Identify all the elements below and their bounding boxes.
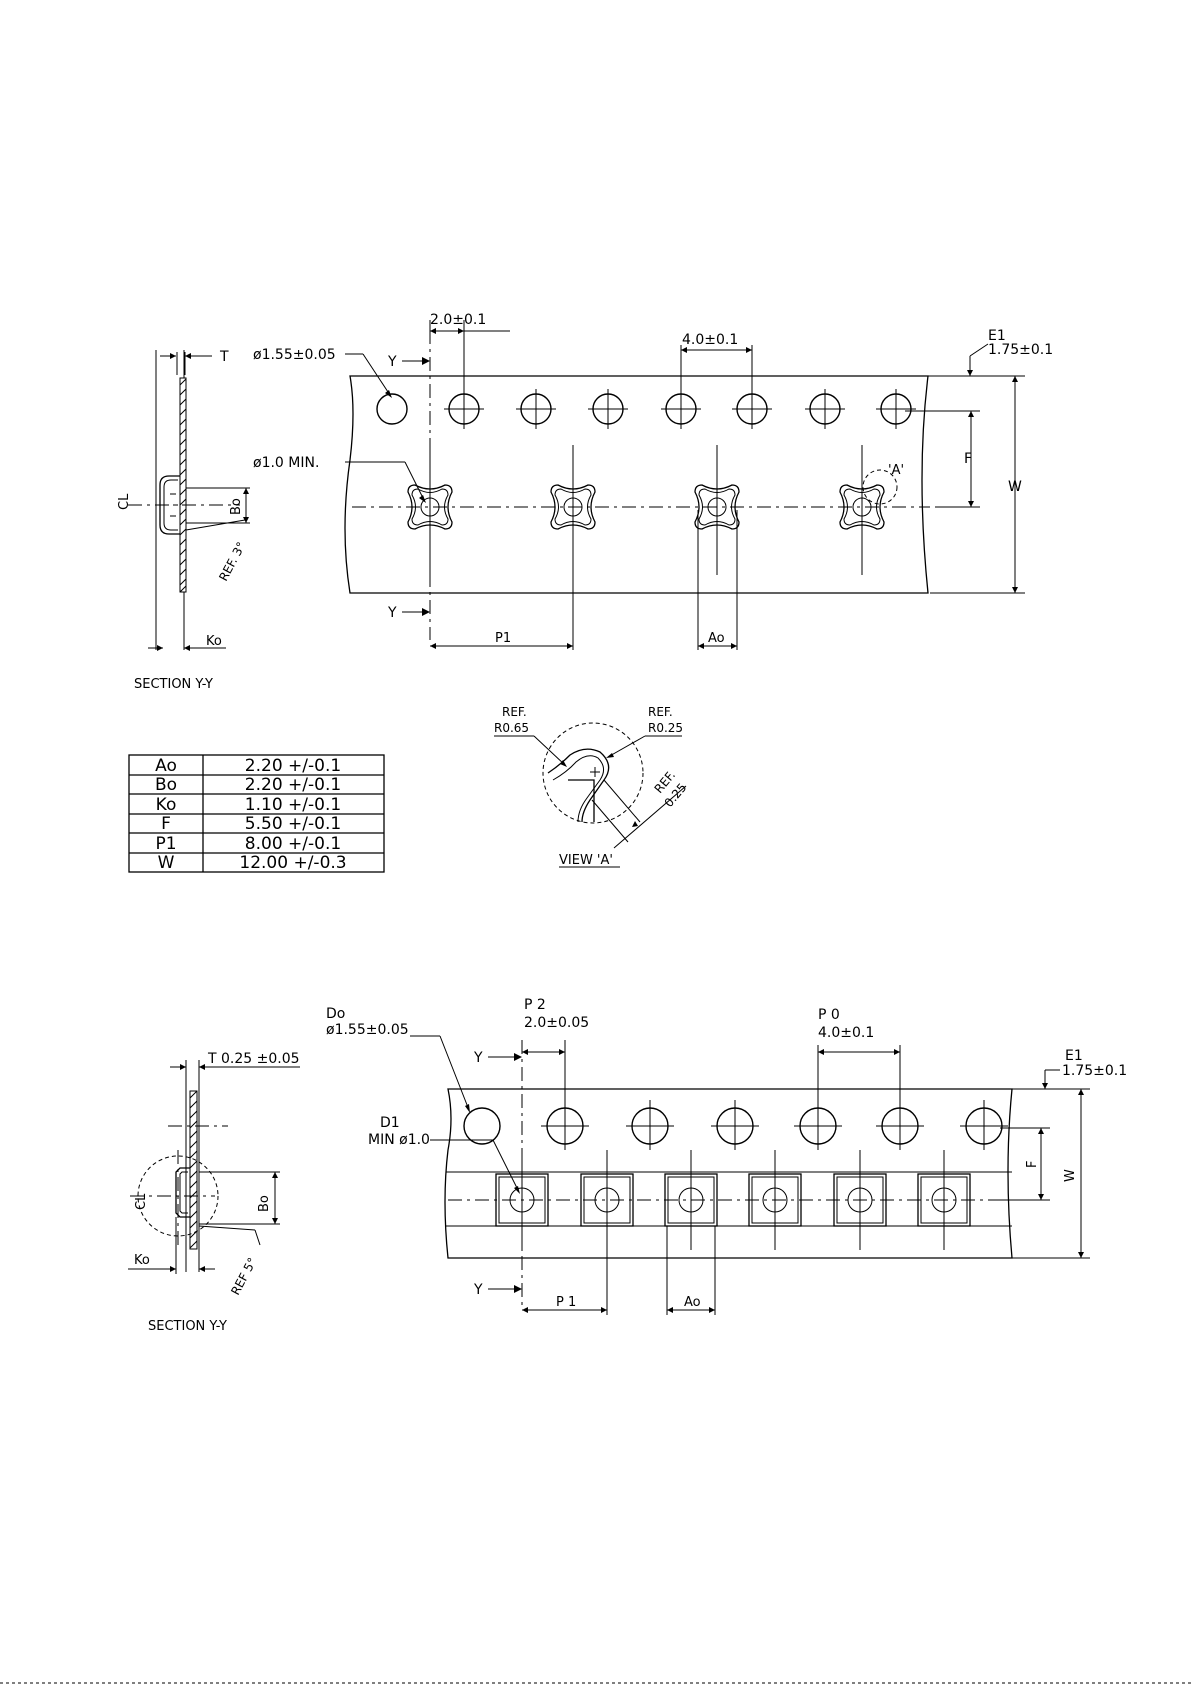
bottom-d1-label: D1 — [380, 1115, 400, 1131]
table-cell-value: 2.20 +/-0.1 — [245, 756, 341, 776]
view-a-ref-right-2: R0.25 — [648, 721, 683, 735]
section-ref-angle: REF. 3° — [216, 540, 248, 584]
pocket — [748, 1150, 802, 1250]
y-top-label: Y — [387, 354, 397, 370]
bottom-p1-label: P 1 — [556, 1295, 576, 1310]
table-cell-name: Bo — [155, 775, 177, 795]
bottom-tape-plan: Do ø1.55±0.05 D1 MIN ø1.0 P 2 2.0±0.05 P… — [326, 997, 1127, 1315]
sprocket-hole — [516, 389, 556, 429]
dim-ao-label: Ao — [708, 631, 725, 646]
bottom-d1-value: MIN ø1.0 — [368, 1132, 430, 1148]
table-cell-value: 12.00 +/-0.3 — [239, 853, 346, 873]
dim-sprocket-dia: ø1.55±0.05 — [253, 347, 336, 363]
bottom-p0-label: P 0 — [818, 1007, 840, 1023]
dim-e1-value: 1.75±0.1 — [988, 342, 1053, 358]
table-cell-name: P1 — [155, 834, 176, 854]
top-pockets — [407, 445, 885, 575]
pocket — [833, 1150, 887, 1250]
top-tape-plan: 2.0±0.1 4.0±0.1 E1 1.75±0.1 W F Y Y — [253, 312, 1053, 650]
bottom-e1-value: 1.75±0.1 — [1062, 1063, 1127, 1079]
bottom-e1-label: E1 — [1065, 1048, 1083, 1064]
table-cell-value: 1.10 +/-0.1 — [245, 795, 341, 815]
bottom-section-ref: REF 5° — [228, 1255, 259, 1297]
bottom-p2-label: P 2 — [524, 997, 546, 1013]
top-section-view: T CL Bo REF. 3° Ko SECTION Y-Y — [117, 349, 250, 692]
bottom-w-label: W — [1063, 1169, 1078, 1182]
sprocket-hole — [732, 389, 772, 429]
section-cl-label: CL — [117, 493, 132, 510]
sprocket-hole — [960, 1100, 1008, 1150]
sprocket-hole — [876, 389, 916, 429]
view-a-marker: 'A' — [888, 463, 904, 478]
dim-e1-label: E1 — [988, 328, 1006, 344]
sprocket-hole — [876, 1100, 924, 1150]
table-cell-name: Ao — [155, 756, 177, 776]
section-bo-label: Bo — [229, 498, 244, 515]
bottom-y-top: Y — [473, 1050, 483, 1066]
pocket — [839, 445, 885, 575]
table-cell-value: 2.20 +/-0.1 — [245, 775, 341, 795]
bottom-section-t: T 0.25 ±0.05 — [207, 1051, 300, 1067]
bottom-sprocket-holes — [463, 1100, 1008, 1150]
section-title-top: SECTION Y-Y — [134, 677, 213, 692]
section-title-bottom: SECTION Y-Y — [148, 1319, 227, 1334]
view-a-ref-left-1: REF. — [502, 705, 527, 719]
bottom-do-label: Do — [326, 1006, 345, 1022]
bottom-section-cl: CL — [134, 1193, 149, 1210]
pocket — [495, 1150, 549, 1250]
table-cell-name: W — [158, 853, 175, 873]
pocket — [694, 445, 740, 575]
view-a-ref-left-2: R0.65 — [494, 721, 529, 735]
top-sprocket-holes — [376, 389, 916, 429]
sprocket-hole — [805, 389, 845, 429]
pocket — [664, 1150, 718, 1250]
sprocket-hole — [711, 1100, 759, 1150]
table-cell-name: F — [161, 814, 171, 834]
bottom-section-view: T 0.25 ±0.05 CL Bo REF 5° Ko SECTION Y-Y — [128, 1051, 300, 1334]
dim-p1-label: P1 — [495, 631, 511, 646]
sprocket-hole — [588, 389, 628, 429]
y-bottom-label: Y — [387, 605, 397, 621]
section-t-label: T — [219, 349, 229, 365]
pocket — [917, 1150, 971, 1250]
table-cell-value: 5.50 +/-0.1 — [245, 814, 341, 834]
table-cell-value: 8.00 +/-0.1 — [245, 834, 341, 854]
sprocket-hole — [444, 389, 484, 429]
bottom-do-value: ø1.55±0.05 — [326, 1022, 409, 1038]
dim-pocket-hole: ø1.0 MIN. — [253, 455, 319, 471]
dim-w-label: W — [1008, 479, 1022, 495]
view-a-detail: REF. R0.65 REF. R0.25 REF. 0.25 VIEW 'A' — [494, 705, 689, 868]
sprocket-hole — [626, 1100, 674, 1150]
bottom-p2-value: 2.0±0.05 — [524, 1015, 589, 1031]
pocket — [407, 445, 453, 575]
dim-2-0: 2.0±0.1 — [430, 312, 486, 328]
bottom-pockets — [495, 1150, 971, 1250]
bottom-section-ko: Ko — [134, 1253, 150, 1268]
bottom-p0-value: 4.0±0.1 — [818, 1025, 874, 1041]
view-a-ref-right-1: REF. — [648, 705, 673, 719]
bottom-y-bottom: Y — [473, 1282, 483, 1298]
bottom-section-bo: Bo — [257, 1195, 272, 1212]
section-ko-label: Ko — [206, 634, 222, 649]
dim-f-label: F — [964, 451, 972, 467]
sprocket-hole — [463, 1107, 501, 1145]
bottom-ao-label: Ao — [684, 1295, 701, 1310]
view-a-title: VIEW 'A' — [559, 853, 613, 868]
table-cell-name: Ko — [156, 795, 177, 815]
bottom-f-label: F — [1025, 1161, 1040, 1168]
dim-4-0: 4.0±0.1 — [682, 332, 738, 348]
sprocket-hole — [376, 393, 408, 425]
